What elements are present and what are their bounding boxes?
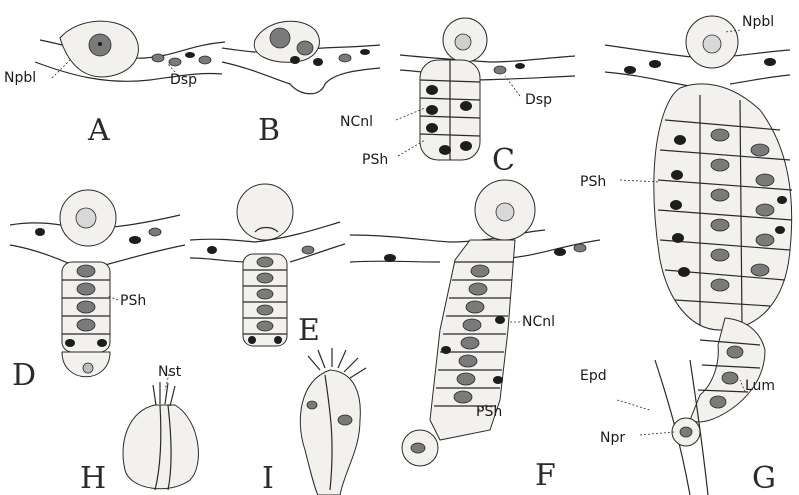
panel-label-h: H [80,461,106,495]
panel-f-drawing [350,180,600,466]
label-nst: Nst [158,364,182,380]
panel-d-drawing [10,190,185,377]
panel-label-c: C [492,143,515,178]
label-npr: Npr [600,430,625,446]
panel-label-d: D [12,358,36,393]
panel-label-f: F [535,458,556,493]
label-epd: Epd [580,368,607,384]
panel-b-drawing [222,21,380,93]
label-psh-c: PSh [362,152,388,168]
panel-label-a: A [87,113,110,148]
label-npbl-g: Npbl [742,14,774,30]
label-psh-f: PSh [476,404,502,420]
label-ncnl-c: NCnl [340,114,373,130]
panel-c-drawing [396,18,575,160]
label-psh-g: PSh [580,174,606,190]
label-ncnl-f: NCnl [522,314,555,330]
panel-g-drawing [605,16,792,495]
panel-label-b: B [258,113,280,148]
label-dsp-a: Dsp [170,72,197,88]
label-npbl-a: Npbl [4,70,36,86]
panel-label-g: G [752,461,776,495]
panel-e-drawing [190,184,345,346]
panel-h-drawing [123,370,198,490]
panel-i-drawing [300,348,366,495]
panel-label-e: E [298,313,320,348]
panel-label-i: I [262,461,274,495]
label-dsp-c: Dsp [525,92,552,108]
label-psh-d: PSh [120,293,146,309]
label-lum: Lum [745,378,775,394]
